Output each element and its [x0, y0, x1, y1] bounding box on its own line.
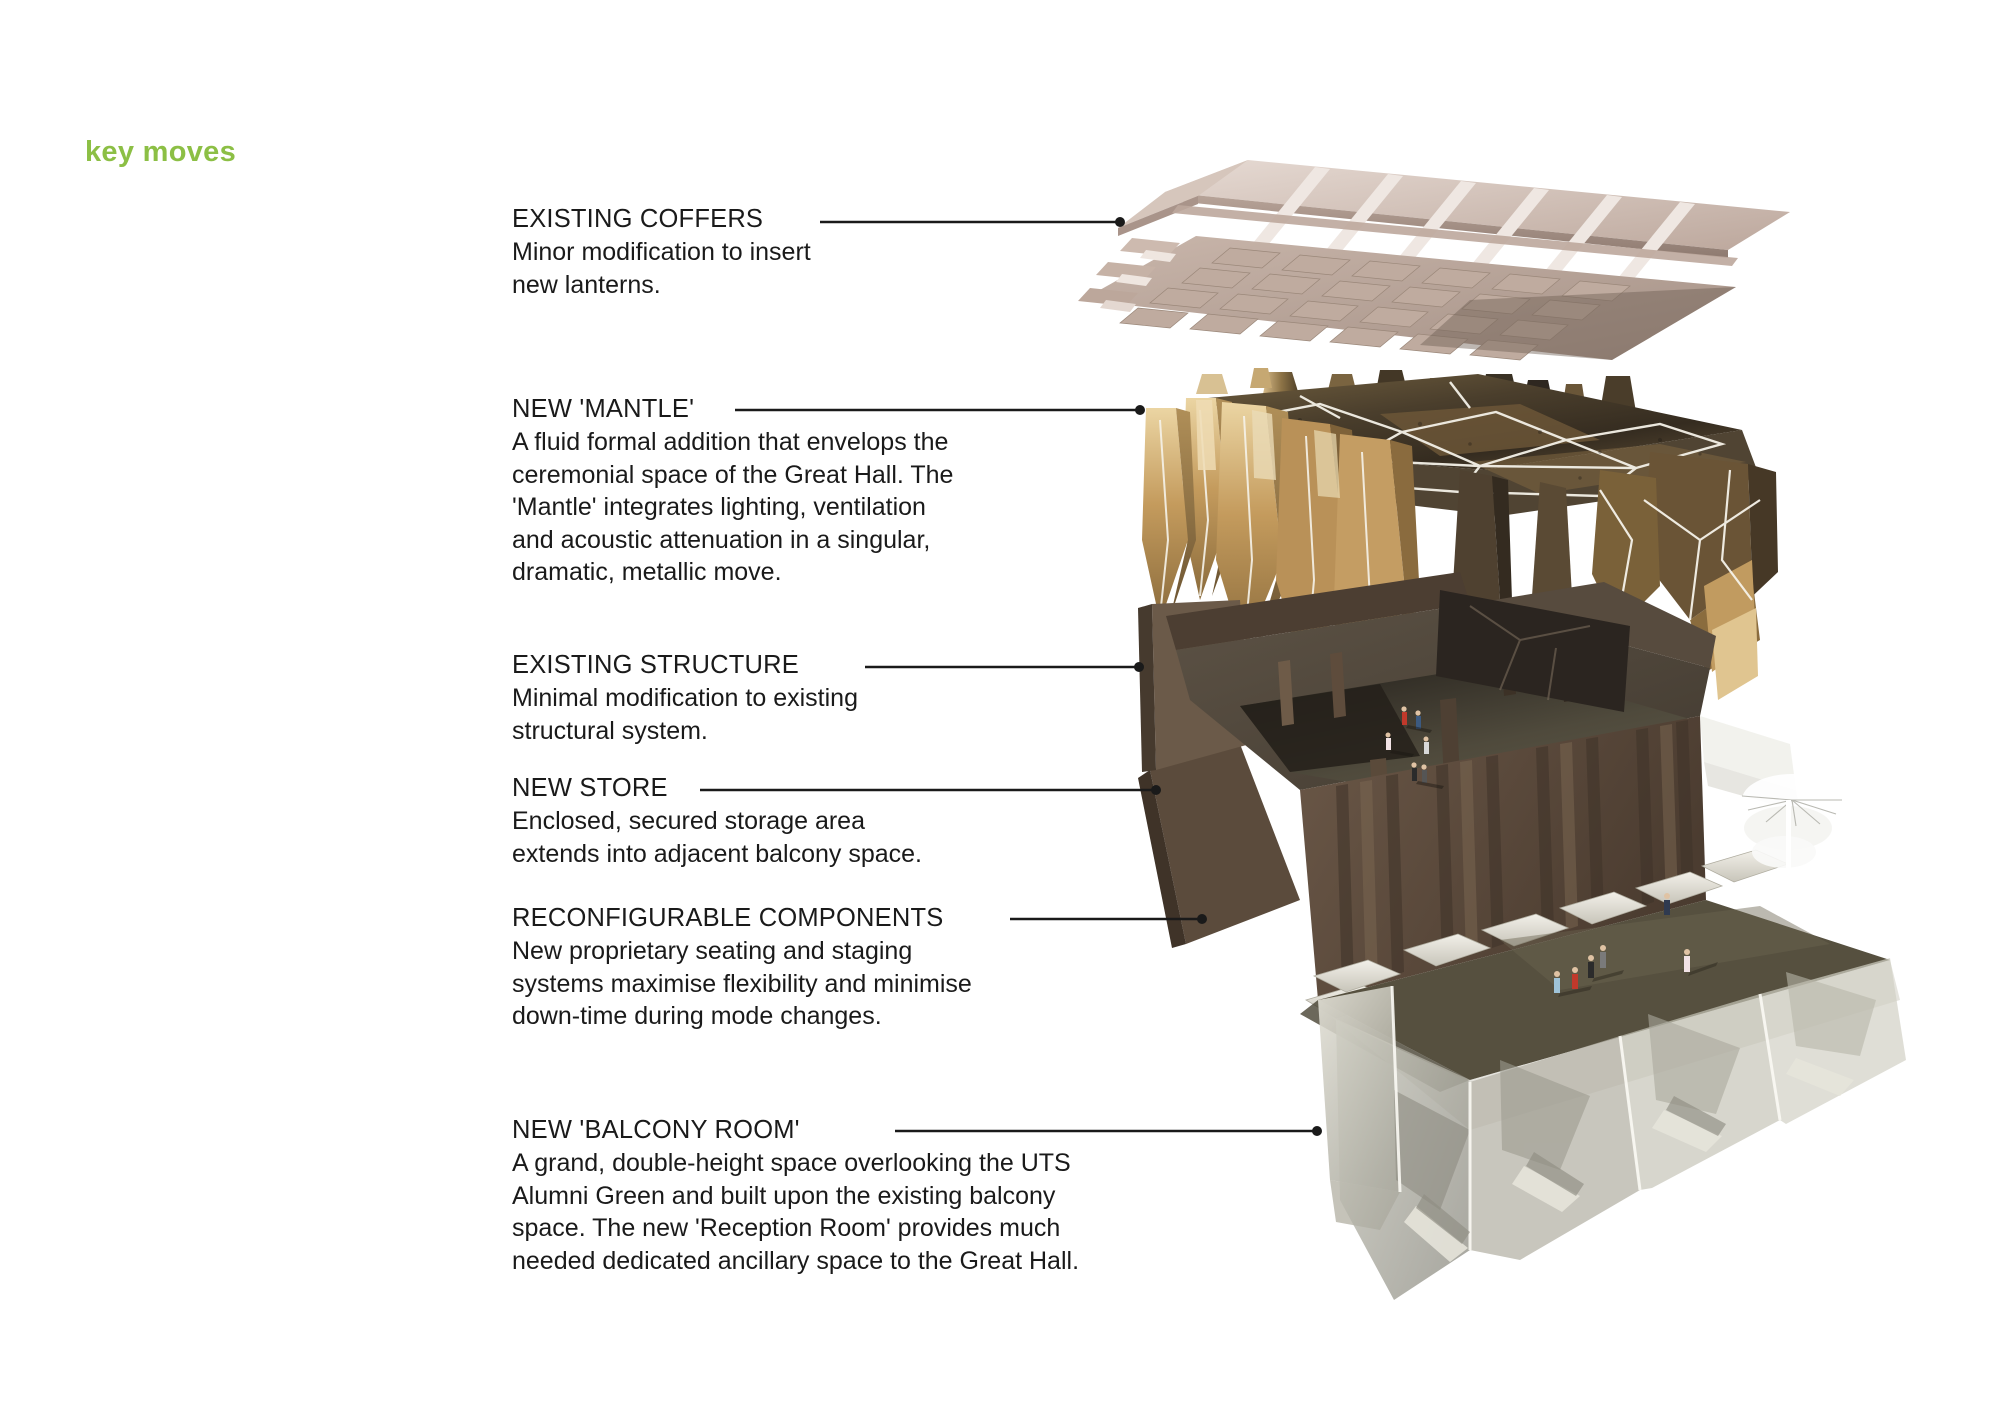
page-title: key moves: [85, 136, 237, 168]
annotation-heading-new-balcony-room: NEW 'BALCONY ROOM': [512, 1116, 800, 1144]
annotation-existing-structure: EXISTING STRUCTURE Minimal modification t…: [512, 651, 858, 747]
annotation-body-line: A fluid formal addition that envelops th…: [512, 428, 949, 457]
annotation-body-line: Alumni Green and built upon the existing…: [512, 1181, 1056, 1210]
figure-group-ground: [1554, 893, 1718, 997]
annotation-body-new-mantle: A fluid formal addition that envelops th…: [512, 426, 953, 589]
annotation-body-line: New proprietary seating and staging: [512, 937, 913, 966]
annotation-body-line: Enclosed, secured storage area: [512, 807, 865, 836]
figure-group-interior: [1385, 706, 1444, 789]
annotation-new-store: NEW STORE Enclosed, secured storage area e…: [512, 774, 922, 870]
annotation-body-line: Minor modification to insert: [512, 238, 811, 267]
annotation-body-existing-structure: Minimal modification to existing structur…: [512, 682, 858, 747]
annotation-body-reconfigurable-components: New proprietary seating and staging syste…: [512, 935, 972, 1033]
annotation-body-line: extends into adjacent balcony space.: [512, 839, 922, 868]
annotation-body-line: systems maximise flexibility and minimis…: [512, 969, 972, 998]
annotation-body-new-balcony-room: A grand, double-height space overlooking…: [512, 1147, 1079, 1277]
facade-fin-wall: [1300, 716, 1706, 1000]
annotation-body-line: A grand, double-height space overlooking…: [512, 1149, 1071, 1178]
annotation-body-line: space. The new 'Reception Room' provides…: [512, 1214, 1061, 1243]
annotation-body-line: structural system.: [512, 716, 708, 745]
annotation-body-line: Minimal modification to existing: [512, 684, 858, 713]
annotation-heading-new-store: NEW STORE: [512, 774, 668, 802]
annotation-body-line: 'Mantle' integrates lighting, ventilatio…: [512, 493, 926, 522]
annotation-body-line: ceremonial space of the Great Hall. The: [512, 460, 954, 489]
existing-structure-layer: [1138, 572, 1890, 1092]
annotation-body-existing-coffers: Minor modification to insert new lanterns…: [512, 236, 811, 301]
spiral-staircase-icon: [1741, 774, 1842, 872]
new-balcony-room-layer: [1318, 958, 1906, 1300]
annotation-body-line: down-time during mode changes.: [512, 1002, 882, 1031]
annotation-body-line: new lanterns.: [512, 270, 661, 299]
annotation-heading-existing-coffers: EXISTING COFFERS: [512, 205, 764, 233]
annotation-new-balcony-room: NEW 'BALCONY ROOM' A grand, double-height…: [512, 1116, 1079, 1277]
annotation-existing-coffers: EXISTING COFFERS Minor modification to in…: [512, 205, 811, 301]
annotation-body-line: dramatic, metallic move.: [512, 558, 782, 587]
annotation-new-mantle: NEW 'MANTLE' A fluid formal addition that…: [512, 395, 953, 589]
ground-plane: [1318, 900, 1890, 1080]
existing-coffers-layer: [1078, 160, 1790, 361]
annotation-heading-reconfigurable-components: RECONFIGURABLE COMPONENTS: [512, 904, 944, 932]
annotation-body-line: and acoustic attenuation in a singular,: [512, 525, 931, 554]
annotation-heading-new-mantle: NEW 'MANTLE': [512, 395, 695, 423]
annotation-body-line: needed dedicated ancillary space to the …: [512, 1246, 1080, 1275]
annotation-reconfigurable-components: RECONFIGURABLE COMPONENTS New proprietary…: [512, 904, 972, 1033]
annotation-body-new-store: Enclosed, secured storage area extends in…: [512, 805, 922, 870]
annotation-heading-existing-structure: EXISTING STRUCTURE: [512, 651, 799, 679]
